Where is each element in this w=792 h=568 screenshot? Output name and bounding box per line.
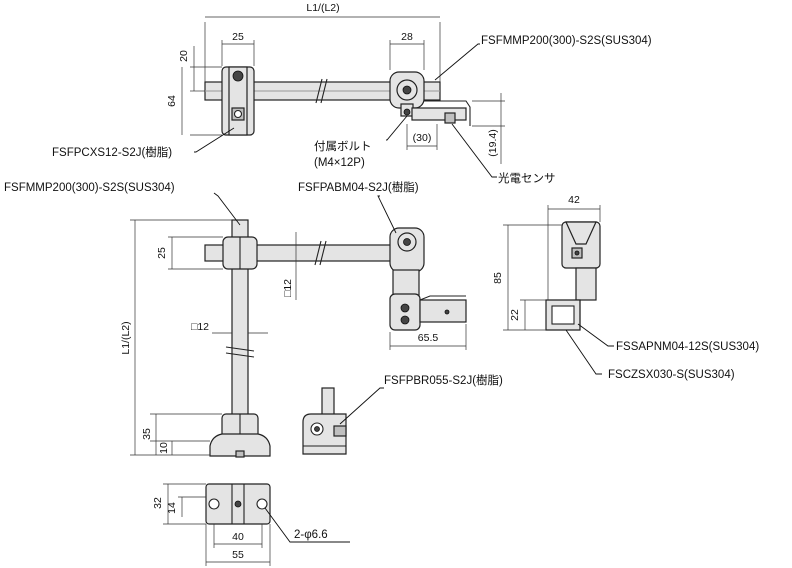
top-width-25: 25	[232, 31, 244, 43]
top-right-clamp	[389, 71, 425, 117]
base-width-55: 55	[232, 549, 244, 561]
vertical-assembly: L1/(L2) 25 □12 □12 65.5 35 10 FSFMMP200(…	[4, 180, 467, 458]
base-pitch-40: 40	[232, 531, 244, 543]
label-top-rod: FSFMMP200(300)-S2S(SUS304)	[481, 35, 652, 47]
label-bracket: FSSAPNM04-12S(SUS304)	[616, 341, 759, 353]
bracket-width-42: 42	[568, 194, 580, 206]
base-clamp	[209, 413, 271, 458]
base-height-35: 35	[141, 428, 153, 440]
angle-width-65-5: 65.5	[418, 332, 439, 344]
top-width-28: 28	[401, 31, 413, 43]
label-top-clamp: FSFPCXS12-S2J(樹脂)	[52, 145, 172, 159]
label-angle-clamp: FSFPABM04-S2J(樹脂)	[298, 180, 419, 194]
bracket-height-85: 85	[492, 272, 504, 284]
top-height-19-4: (19.4)	[487, 129, 499, 156]
base-depth-32: 32	[152, 497, 164, 509]
base-top-view: 32 14 40 55 2-φ6.6	[152, 483, 350, 566]
label-bolt-size: (M4×12P)	[314, 157, 365, 169]
label-base: FSFPBR055-S2J(樹脂)	[384, 373, 503, 387]
base-side-view: FSFPBR055-S2J(樹脂)	[302, 373, 503, 455]
label-sensor: 光電センサ	[498, 171, 556, 185]
top-offset-30: (30)	[413, 132, 432, 144]
base-hole-spec: 2-φ6.6	[294, 529, 328, 541]
label-vertical-rod: FSFMMP200(300)-S2S(SUS304)	[4, 182, 175, 194]
base-depth-14: 14	[166, 502, 178, 514]
bracket-height-22: 22	[509, 309, 521, 321]
label-bolt-name: 付属ボルト	[314, 140, 372, 153]
top-height-64: 64	[166, 95, 178, 107]
label-sensor-clamp: FSCZSX030-S(SUS304)	[608, 369, 735, 381]
rod-square-12: □12	[191, 321, 209, 333]
top-cross-clamp	[221, 66, 255, 136]
top-assembly: L1/(L2) 25 28 20 64 (30) (19.4) FSFMMP20…	[52, 2, 652, 185]
sensor-bracket-view: 42 85 22 FSSAPNM04-12S(SUS304) FSCZSX030…	[492, 194, 759, 381]
vertical-clamp-25: 25	[156, 247, 168, 259]
top-height-20: 20	[178, 50, 190, 62]
angle-clamp	[389, 227, 467, 331]
top-length-dim: L1/(L2)	[306, 2, 339, 14]
vertical-length-dim: L1/(L2)	[120, 321, 132, 354]
base-height-10: 10	[158, 442, 170, 454]
arm-square-12: □12	[282, 279, 294, 297]
top-sensor-bracket	[411, 100, 471, 126]
